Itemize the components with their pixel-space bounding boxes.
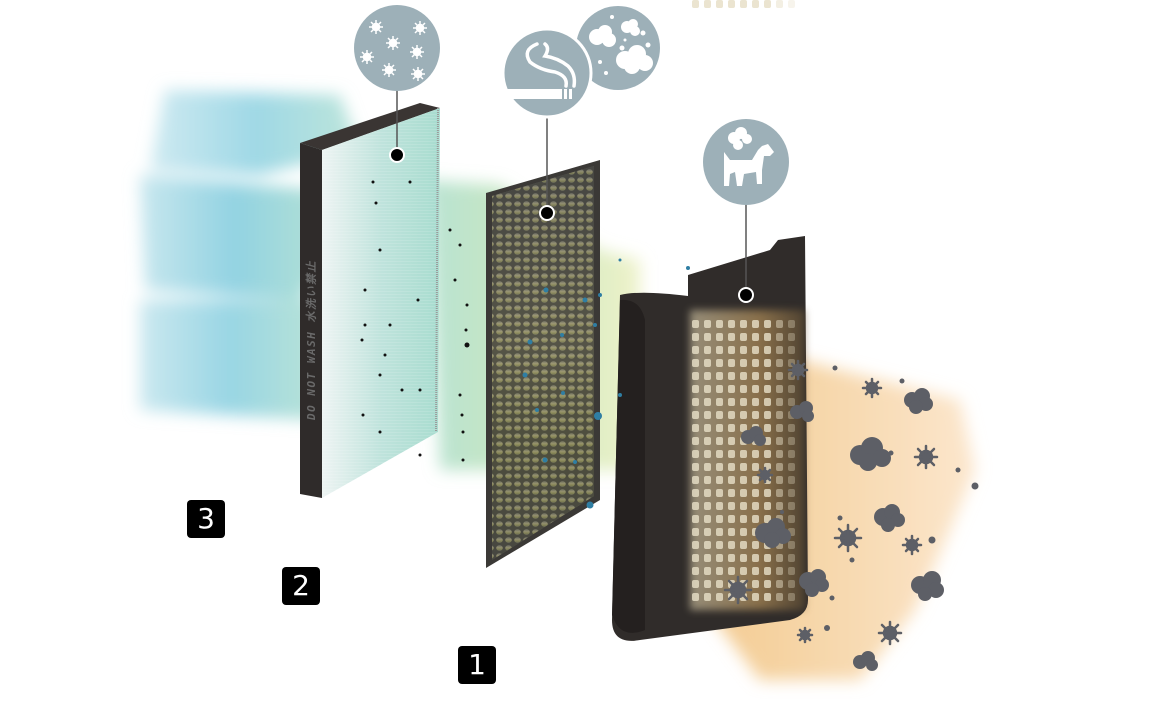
dog-odor-icon (703, 119, 789, 205)
cigarette-smoke-icon (501, 27, 593, 119)
stage-badge-2: 2 (282, 567, 320, 605)
grille-holes (692, 0, 795, 8)
carbon-filter (486, 160, 600, 568)
spiky-particle (723, 359, 939, 646)
stage-badge-1: 1 (458, 646, 496, 684)
stage-badge-3: 3 (187, 500, 225, 538)
hepa-filter (300, 103, 440, 498)
hepa-side-label: DO NOT WASH 水洗い禁止 (305, 260, 318, 420)
dust-and-odor-particles (723, 359, 979, 671)
fine-particles (360, 180, 470, 462)
clean-air-stream (140, 90, 360, 420)
cloud-particle (850, 437, 891, 471)
pollen-allergen-icon (354, 5, 440, 91)
smoke-particles (522, 258, 690, 509)
callout-dots (389, 147, 754, 303)
gas-cloud-icon (576, 6, 660, 90)
front-panel (612, 0, 808, 641)
